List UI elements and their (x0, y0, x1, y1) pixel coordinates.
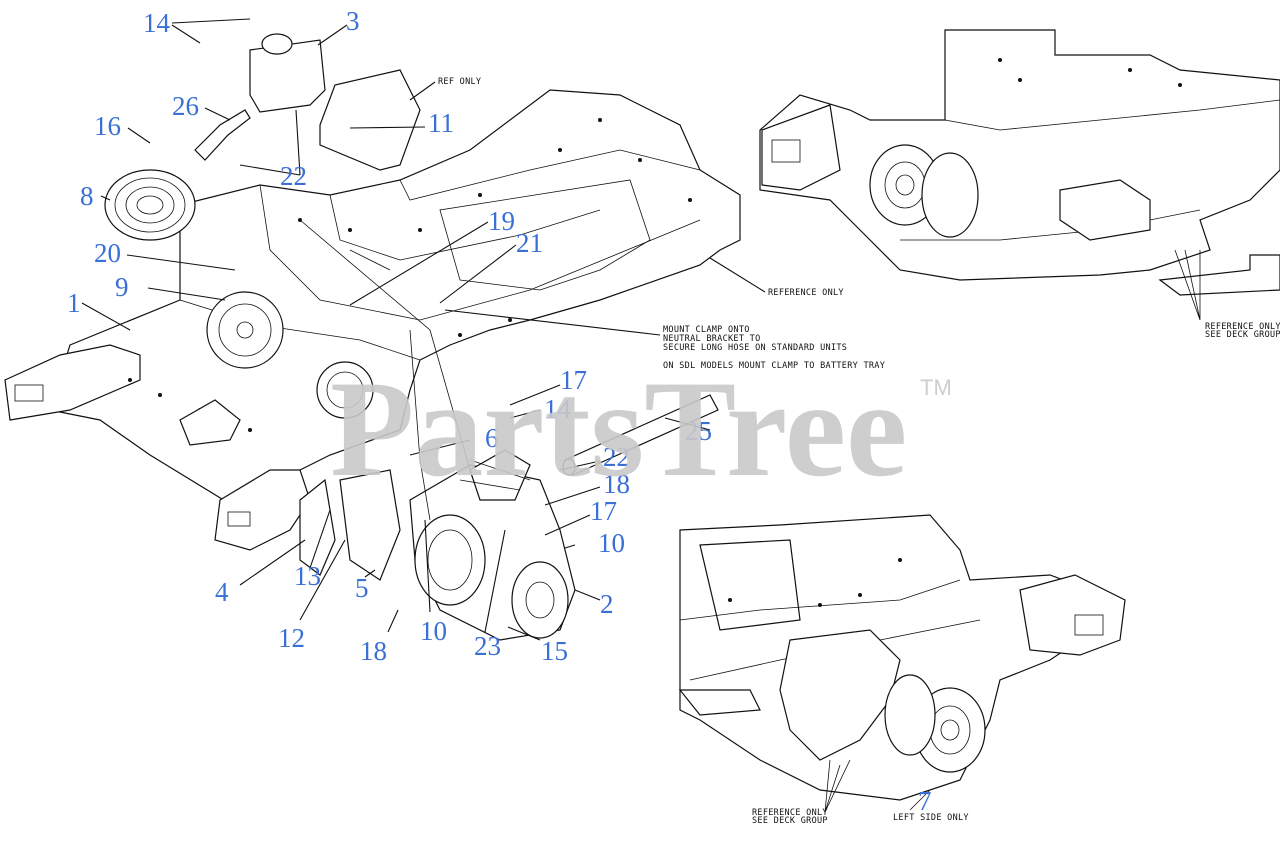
callout-9: 9 (115, 272, 129, 302)
hose-26 (194, 109, 251, 161)
watermark: PartsTree TM (330, 352, 952, 505)
callout-17-top: 17 (560, 365, 587, 395)
note-mount-clamp-1: MOUNT CLAMP ONTO (663, 325, 750, 335)
note-ref-deck-top-2: SEE DECK GROUP (1205, 330, 1280, 340)
note-reference-only: REFERENCE ONLY (768, 288, 844, 298)
inset-bottom-hub (884, 674, 986, 773)
callout-6: 6 (485, 423, 499, 453)
callout-15: 15 (541, 636, 568, 666)
callout-2: 2 (600, 589, 614, 619)
callout-14-top: 14 (143, 8, 171, 38)
callout-22-top: 22 (280, 161, 307, 191)
note-sdl-models: ON SDL MODELS MOUNT CLAMP TO BATTERY TRA… (663, 361, 885, 371)
note-ref-deck-bottom-1: REFERENCE ONLY (752, 808, 828, 818)
callout-11: 11 (428, 108, 454, 138)
callout-20: 20 (94, 238, 121, 268)
callout-16: 16 (94, 111, 121, 141)
callout-18-bottom: 18 (360, 636, 387, 666)
callout-1: 1 (67, 288, 81, 318)
callout-13: 13 (294, 561, 321, 591)
watermark-text: PartsTree (330, 352, 907, 505)
callout-12: 12 (278, 623, 305, 653)
fan-assembly (179, 291, 374, 446)
inset-top-right (759, 29, 1280, 321)
bracket-12 (299, 478, 336, 576)
annotation-notes: REF ONLY REFERENCE ONLY MOUNT CLAMP ONTO… (438, 77, 1280, 826)
note-ref-deck-bottom-2: SEE DECK GROUP (752, 816, 828, 826)
callout-19: 19 (488, 206, 515, 236)
note-ref-deck-top-1: REFERENCE ONLY (1205, 322, 1280, 332)
tube-25 (562, 394, 719, 476)
callout-21: 21 (516, 228, 543, 258)
callout-22-mid: 22 (603, 442, 630, 472)
leader-lines (81, 18, 766, 641)
inset-bottom-right (678, 514, 1126, 813)
callout-3: 3 (346, 6, 360, 36)
callout-5: 5 (355, 573, 369, 603)
callout-23: 23 (474, 631, 501, 661)
note-mount-clamp-3: SECURE LONG HOSE ON STANDARD UNITS (663, 343, 847, 353)
callout-14-mid: 14 (544, 394, 572, 424)
callout-8: 8 (80, 181, 94, 211)
callout-4: 4 (215, 577, 229, 607)
callout-10-right: 10 (598, 528, 625, 558)
callout-26: 26 (172, 91, 199, 121)
note-mount-clamp-2: NEUTRAL BRACKET TO (663, 334, 761, 344)
main-frame-assembly (4, 33, 741, 641)
callout-17-mid: 17 (590, 496, 617, 526)
callout-7: 7 (918, 786, 932, 816)
reservoir-3 (249, 33, 326, 113)
transaxle-assembly (409, 449, 576, 641)
pulley-8 (104, 169, 196, 241)
watermark-trademark: TM (920, 375, 952, 400)
note-ref-only: REF ONLY (438, 77, 481, 87)
callout-10-bottom: 10 (420, 616, 447, 646)
bracket-11 (319, 69, 421, 171)
note-left-side-only: LEFT SIDE ONLY (893, 813, 969, 823)
callout-numbers: 14 3 26 16 11 22 8 19 21 20 9 1 17 14 25… (67, 6, 932, 816)
inset-top-hub (869, 144, 979, 238)
bracket-5 (339, 469, 401, 581)
callout-25: 25 (685, 416, 712, 446)
callout-18-top: 18 (603, 469, 630, 499)
